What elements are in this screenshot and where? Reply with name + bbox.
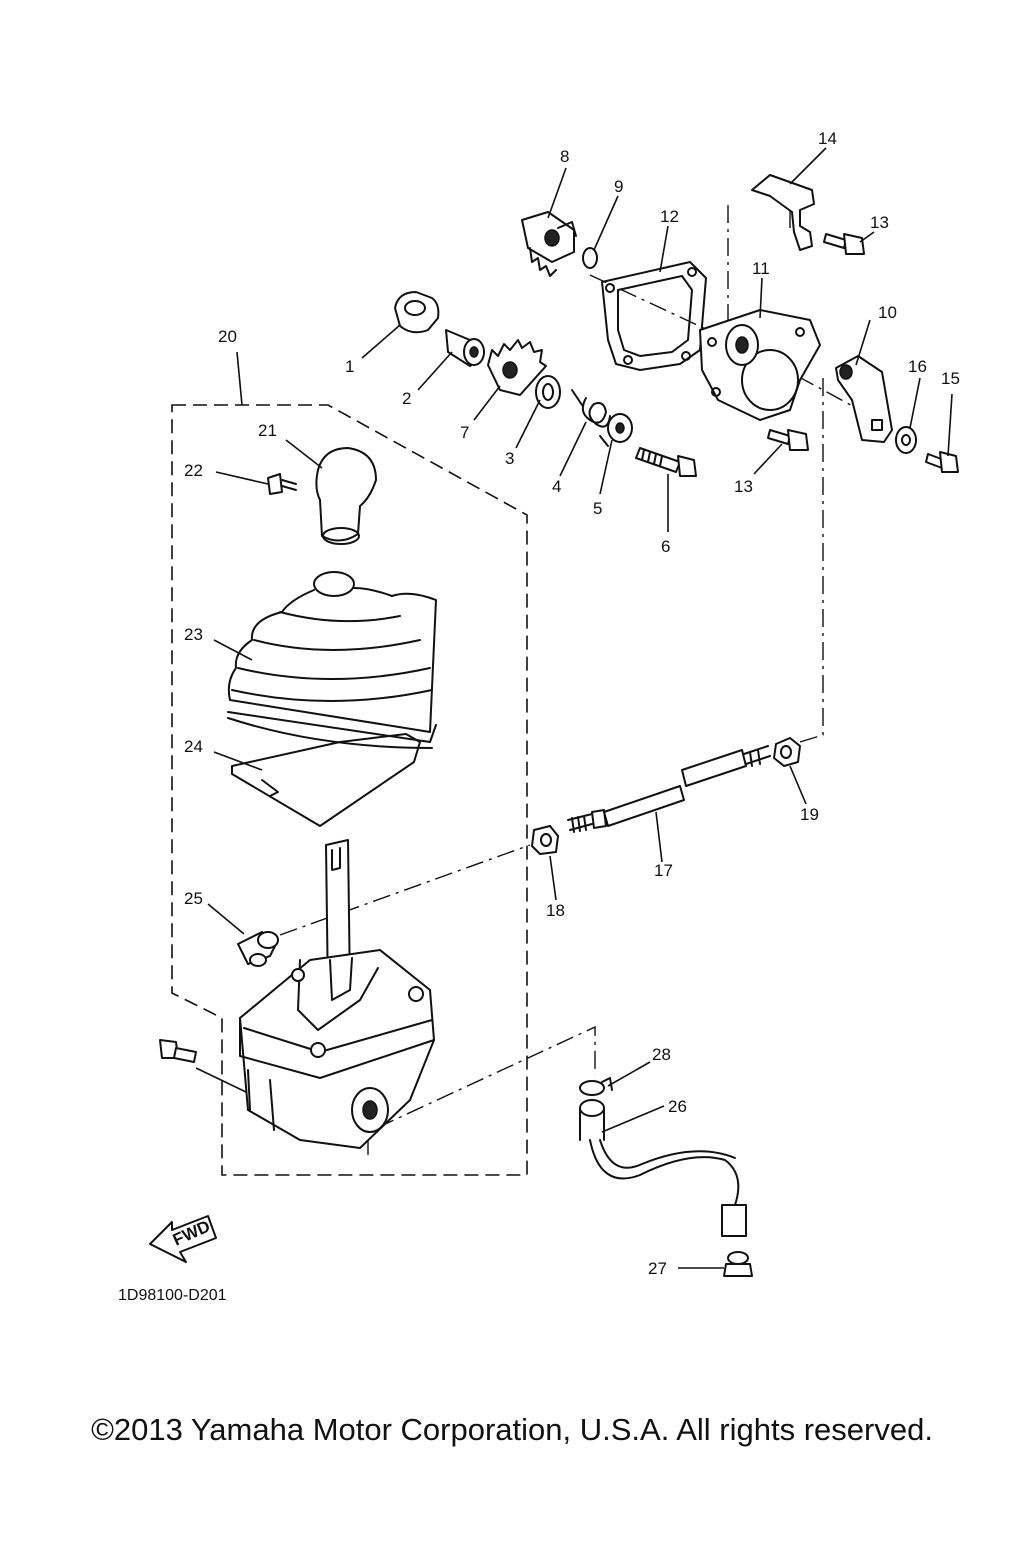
part-17-shift-rod — [567, 745, 771, 833]
part-24-boot-gasket — [231, 733, 421, 827]
callout-12: 12 — [660, 207, 679, 226]
callout-10: 10 — [878, 303, 897, 322]
assembly-20-boundary — [171, 404, 528, 1176]
callout-18: 18 — [546, 901, 565, 920]
callout-13-lower: 13 — [734, 477, 753, 496]
callout-15: 15 — [941, 369, 960, 388]
callout-14: 14 — [818, 129, 837, 148]
part-13-bolt-upper — [823, 233, 865, 255]
part-19-nut — [773, 737, 801, 767]
callout-5: 5 — [593, 499, 602, 518]
callout-11: 11 — [752, 259, 770, 278]
callout-2: 2 — [402, 389, 411, 408]
part-22-screw — [267, 473, 297, 495]
part-13-bolt-lower — [767, 429, 809, 451]
alignment-line-19-10 — [799, 378, 824, 743]
callout-9: 9 — [614, 177, 623, 196]
callout-28: 28 — [652, 1045, 671, 1064]
part-11-housing — [699, 309, 821, 421]
part-28-clamp — [579, 1077, 613, 1096]
callout-26: 26 — [668, 1097, 687, 1116]
part-4-spring — [571, 389, 611, 447]
callout-20: 20 — [218, 327, 237, 346]
part-23-rubber-boot — [227, 571, 437, 749]
part-2-bushing — [445, 329, 485, 367]
part-10-lever — [835, 355, 893, 443]
part-16-washer — [895, 426, 917, 454]
part-8-shift-lever — [521, 211, 577, 277]
shift-lever-housing — [239, 949, 435, 1149]
callout-16: 16 — [908, 357, 927, 376]
part-6-bolt — [635, 447, 697, 477]
callout-1: 1 — [345, 357, 354, 376]
leader-lines — [195, 147, 953, 1269]
part-25-fitting — [237, 931, 279, 967]
callout-21: 21 — [258, 421, 277, 440]
diagram-reference-code: 1D98100-D201 — [118, 1287, 227, 1304]
part-9-o-ring — [582, 247, 598, 269]
callout-25: 25 — [184, 889, 203, 908]
callout-23: 23 — [184, 625, 203, 644]
alignment-line-26-20 — [367, 1025, 596, 1155]
part-3-washer — [535, 375, 561, 409]
callout-4: 4 — [552, 477, 561, 496]
callout-22: 22 — [184, 461, 203, 480]
part-7-gear — [487, 339, 547, 396]
callout-labels: 1 2 3 4 5 6 7 8 9 10 11 12 13 13 14 15 1… — [184, 129, 960, 1278]
forward-direction-arrow-icon: FWD — [149, 1215, 217, 1263]
part-27-plug — [723, 1251, 753, 1277]
callout-24: 24 — [184, 737, 203, 756]
callout-7: 7 — [460, 423, 469, 442]
callout-13-upper: 13 — [870, 213, 889, 232]
callout-8: 8 — [560, 147, 569, 166]
part-5-washer — [607, 413, 633, 443]
part-1-clip — [394, 291, 440, 334]
alignment-line-17-18 — [279, 844, 531, 936]
callout-27: 27 — [648, 1259, 667, 1278]
alignment-line-14-11 — [727, 205, 791, 350]
part-18-nut — [531, 825, 559, 855]
part-14-bracket — [751, 174, 815, 251]
part-26-breather-hose — [579, 1099, 747, 1237]
copyright-notice: ©2013 Yamaha Motor Corporation, U.S.A. A… — [91, 1412, 933, 1447]
callout-17: 17 — [654, 861, 673, 880]
part-12-gasket — [601, 261, 707, 371]
callout-6: 6 — [661, 537, 670, 556]
callout-3: 3 — [505, 449, 514, 468]
part-21-shift-knob — [315, 447, 377, 545]
callout-19: 19 — [800, 805, 819, 824]
part-15-bolt — [925, 451, 959, 473]
housing-bolt — [159, 1039, 197, 1063]
